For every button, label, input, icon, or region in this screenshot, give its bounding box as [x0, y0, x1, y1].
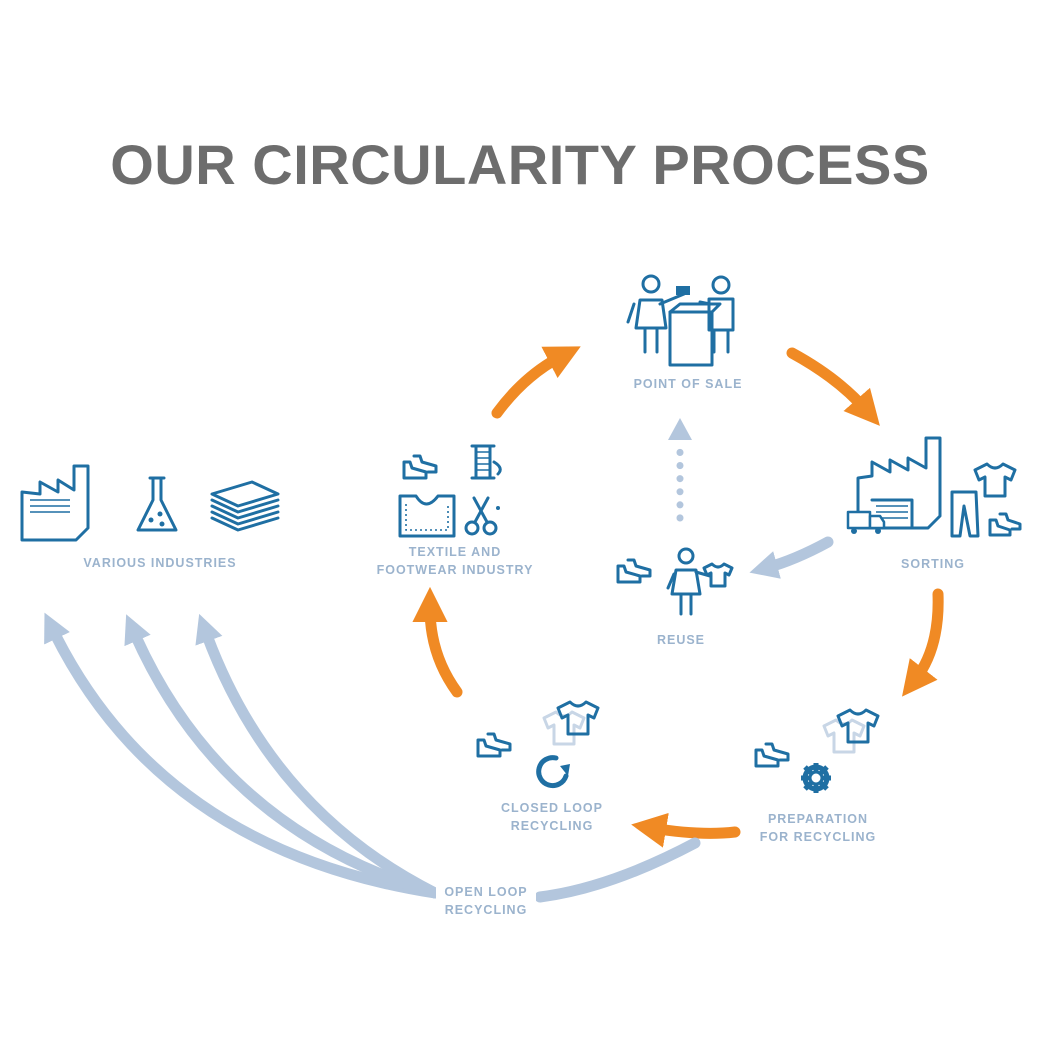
label-preparation-line2: FOR RECYCLING: [760, 830, 876, 844]
fabric-pattern-icon: [398, 494, 456, 538]
reuse-person-icon: [666, 547, 712, 616]
sorting-factory-icon: [846, 436, 942, 534]
label-open-loop-line1: OPEN LOOP: [444, 885, 527, 899]
point-of-sale-icon: [626, 274, 735, 367]
recycle-icon: [536, 755, 570, 789]
industry-factory-icon: [20, 464, 90, 542]
label-textile-line2: FOOTWEAR INDUSTRY: [377, 563, 534, 577]
open-loop-label-bg: [436, 880, 536, 920]
arrow-pos-to-sorting: [786, 347, 880, 426]
reuse-tshirt-icon: [702, 562, 734, 588]
label-open-loop-line2: RECYCLING: [445, 903, 528, 917]
arrow-sorting-to-reuse: [749, 536, 834, 579]
arrow-preparation-to-open-loop: [534, 837, 701, 903]
fabric-stack-icon: [210, 480, 280, 532]
sorting-tshirt-icon: [973, 462, 1017, 498]
arrow-open-loop-to-industry-2: [124, 614, 441, 899]
flask-icon: [136, 476, 178, 532]
textile-shoes-icon: [402, 454, 438, 480]
label-closed-loop-line1: CLOSED LOOP: [501, 801, 603, 815]
gear-icon: [801, 763, 831, 793]
arrow-preparation-to-closed-loop: [631, 812, 741, 848]
label-various-industries: VARIOUS INDUSTRIES: [83, 556, 236, 570]
arrow-sorting-to-preparation: [902, 588, 944, 697]
label-preparation-line1: PREPARATION: [768, 812, 868, 826]
secondary-flow-arrows: [44, 418, 834, 903]
page-title: OUR CIRCULARITY PROCESS: [110, 133, 930, 196]
preparation-shoes-icon: [754, 742, 790, 768]
arrow-closed-loop-to-textile: [412, 586, 463, 698]
arrow-reuse-to-pos-head: [668, 418, 692, 440]
arrow-open-loop-to-industry-1: [44, 612, 441, 899]
thread-spool-icon: [470, 444, 502, 480]
reuse-shoes-icon: [616, 558, 652, 584]
label-closed-loop-line2: RECYCLING: [511, 819, 594, 833]
sorting-pants-icon: [950, 490, 980, 538]
label-sorting: SORTING: [901, 557, 965, 571]
main-flow-arrows: [412, 346, 944, 848]
scissors-icon: [464, 496, 500, 536]
arrow-open-loop-to-industry-3: [195, 613, 441, 899]
label-reuse: REUSE: [657, 633, 705, 647]
label-textile-line1: TEXTILE AND: [409, 545, 501, 559]
preparation-tshirt-icon: [822, 708, 880, 754]
closed-loop-tshirt-icon: [542, 700, 600, 746]
sorting-shoes-icon: [988, 512, 1022, 537]
closed-loop-shoes-icon: [476, 732, 512, 758]
arrow-textile-to-pos: [491, 346, 581, 419]
label-point-of-sale: POINT OF SALE: [634, 377, 743, 391]
